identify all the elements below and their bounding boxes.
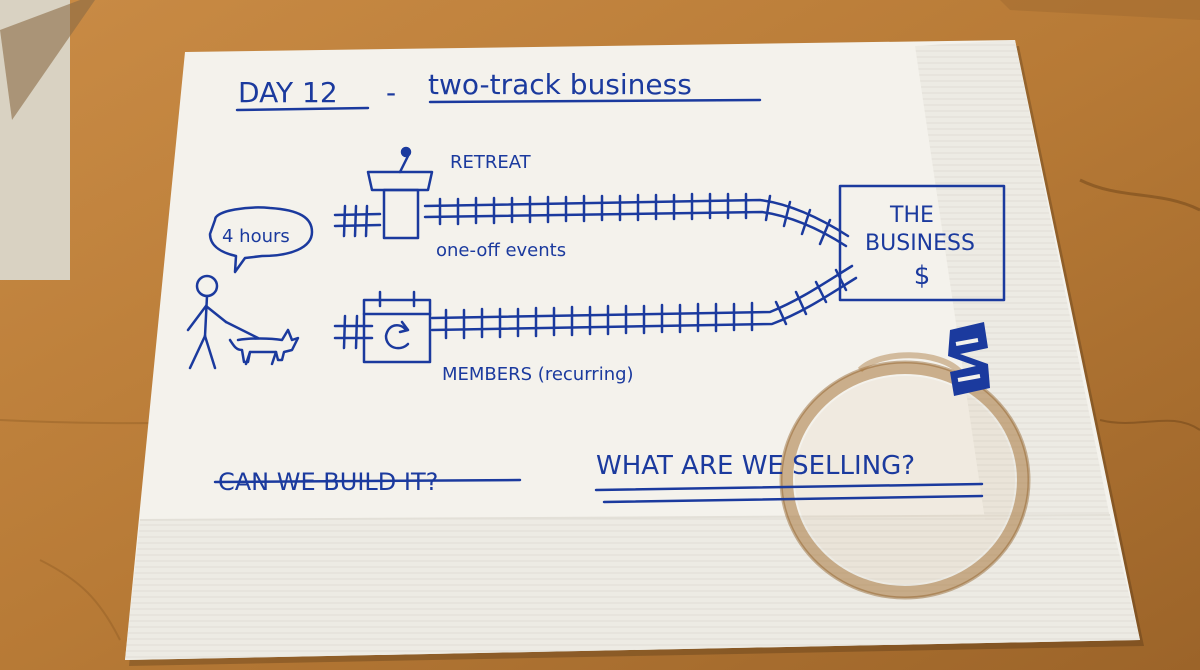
track-top-ties bbox=[438, 192, 832, 246]
stripe-logo-icon bbox=[948, 322, 990, 396]
question-underline bbox=[602, 494, 984, 504]
question-underline bbox=[594, 482, 984, 492]
title-underline bbox=[428, 98, 762, 104]
title-underline bbox=[235, 106, 370, 112]
track-top-caption: one-off events bbox=[436, 240, 566, 261]
stick-figure-icon bbox=[186, 274, 260, 370]
strike-through-line bbox=[213, 478, 522, 484]
destination-line1: THE bbox=[889, 203, 934, 228]
destination-box bbox=[838, 184, 1006, 302]
destination-line2: BUSINESS bbox=[865, 231, 975, 256]
speech-bubble bbox=[208, 206, 314, 274]
speech-bubble-text: 4 hours bbox=[222, 226, 290, 247]
podium-icon bbox=[366, 146, 434, 240]
title-dash: - bbox=[386, 76, 396, 109]
track-bottom-rails bbox=[333, 264, 858, 350]
refresh-icon bbox=[384, 320, 410, 350]
napkin-embossed-edge bbox=[915, 40, 1110, 520]
napkin-embossed-edge bbox=[125, 515, 1140, 660]
crossed-question: CAN WE BUILD IT? bbox=[218, 468, 438, 496]
title-topic: two-track business bbox=[428, 68, 692, 101]
main-question: WHAT ARE WE SELLING? bbox=[596, 451, 915, 481]
track-top-label: RETREAT bbox=[450, 152, 532, 173]
track-top-rails bbox=[333, 198, 850, 248]
track-bottom-ties bbox=[444, 268, 848, 340]
calendar-icon bbox=[362, 290, 432, 364]
title-day: DAY 12 bbox=[238, 76, 338, 109]
destination-symbol: $ bbox=[914, 261, 931, 291]
coffee-stain bbox=[779, 352, 1031, 600]
dog-icon bbox=[228, 328, 300, 366]
track-bottom-label: MEMBERS (recurring) bbox=[442, 364, 634, 385]
napkin bbox=[125, 40, 1144, 666]
